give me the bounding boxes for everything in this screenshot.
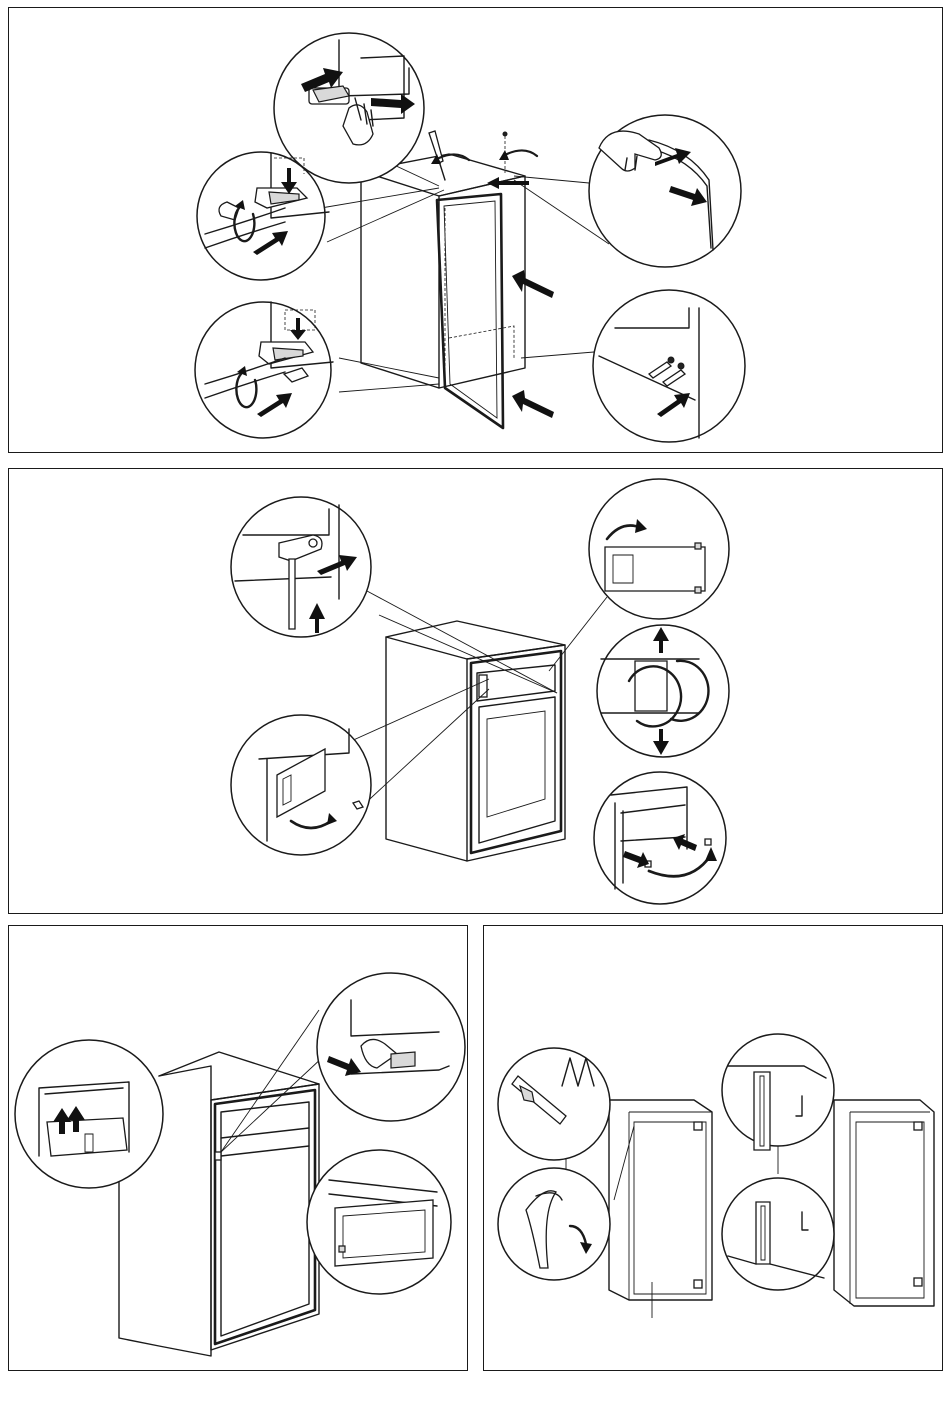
detail-flap-hinge-remove: [231, 497, 371, 637]
detail-flap-closed: [307, 1150, 451, 1294]
leader-lines: [321, 158, 609, 392]
detail-seal-clip: [498, 1048, 610, 1160]
detail-seal-press: [498, 1168, 610, 1280]
freezer-flap-illustration: [9, 469, 944, 915]
panel-door-seal-check: [483, 925, 943, 1371]
detail-door-seal-slide: [589, 115, 741, 267]
detail-door-seal-top: [722, 1034, 834, 1150]
detail-hinge-pin: [317, 973, 465, 1121]
panel-door-hinge-reversal: [8, 7, 943, 453]
door-hinge-illustration: [9, 8, 944, 454]
detail-flap-open: [231, 715, 371, 855]
flap-hinge-fitting-illustration: [9, 926, 469, 1372]
detail-top-hinge-cover: [274, 33, 424, 183]
fridge-right: [834, 1100, 934, 1306]
fridge-left: [609, 1100, 712, 1318]
door-seal-check-illustration: [484, 926, 944, 1372]
detail-flap-rotate: [589, 479, 729, 619]
fridge-door: [437, 194, 503, 428]
panel-freezer-flap-hinge-fitting: [8, 925, 468, 1371]
screwdriver-icon: [289, 559, 295, 629]
detail-door-seal-bottom: [722, 1178, 834, 1290]
detail-bottom-hinge: [195, 302, 333, 438]
detail-pin-swap: [597, 625, 729, 757]
panel-freezer-flap-reversal: [8, 468, 943, 914]
detail-flap-lift: [15, 1040, 163, 1188]
rotate-arrow-icon: [431, 150, 537, 164]
detail-pin-reinsert: [594, 772, 726, 904]
detail-bottom-screws: [593, 290, 745, 442]
